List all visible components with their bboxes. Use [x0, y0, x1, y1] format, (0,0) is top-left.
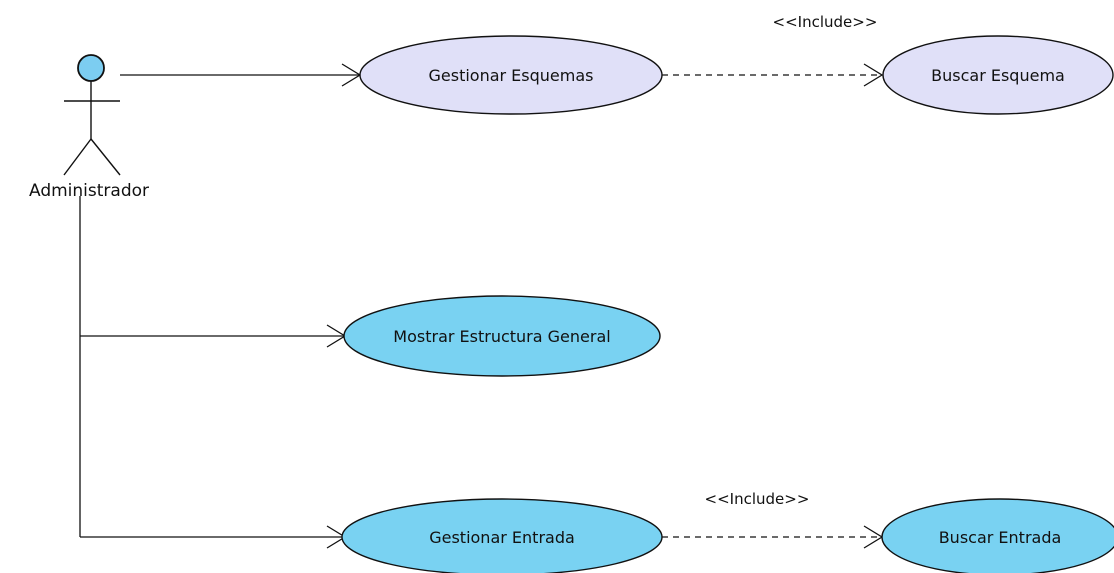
usecase-label: Mostrar Estructura General: [393, 327, 610, 346]
arrowhead-icon: [863, 63, 884, 87]
usecase-mostrar-estructura-general[interactable]: Mostrar Estructura General: [343, 295, 661, 377]
include-stereotype-label: <<Include>>: [773, 13, 878, 31]
connector-actor-to-gestionar-entrada: [80, 525, 347, 549]
usecase-label: Buscar Esquema: [931, 66, 1065, 85]
actor-head-icon: [77, 54, 105, 82]
usecase-gestionar-esquemas[interactable]: Gestionar Esquemas: [359, 35, 663, 115]
actor-left-leg-line: [63, 138, 92, 176]
usecase-buscar-entrada[interactable]: Buscar Entrada: [881, 498, 1114, 573]
usecase-buscar-esquema[interactable]: Buscar Esquema: [882, 35, 1114, 115]
connector-actor-to-gestionar-esquemas: [120, 63, 362, 87]
connector-actor-to-mostrar-estructura: [80, 324, 347, 348]
include-relation-top: <<Include>>: [662, 13, 884, 87]
actor-label: Administrador: [29, 181, 149, 201]
actor-administrador[interactable]: Administrador: [29, 54, 149, 201]
include-relation-bottom: <<Include>>: [662, 490, 884, 549]
include-stereotype-label: <<Include>>: [705, 490, 810, 508]
actor-right-leg-line: [90, 138, 121, 176]
usecase-label: Gestionar Entrada: [429, 528, 575, 547]
usecase-label: Gestionar Esquemas: [428, 66, 593, 85]
usecase-gestionar-entrada[interactable]: Gestionar Entrada: [341, 498, 663, 573]
usecase-label: Buscar Entrada: [939, 528, 1062, 547]
